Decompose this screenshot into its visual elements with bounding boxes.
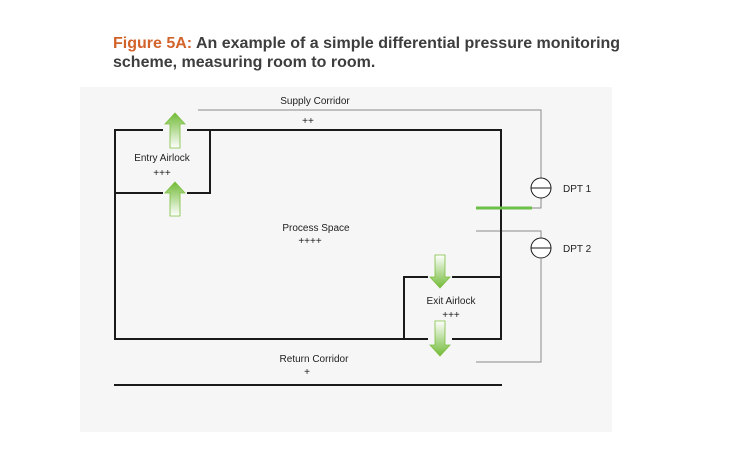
supply-corridor-pressure: ++ [302, 116, 314, 127]
entry-airlock-pressure: +++ [153, 168, 171, 179]
entry-airflow-up-arrow-top [164, 112, 186, 149]
return-corridor-pressure: + [304, 367, 310, 378]
entry-airlock-inner-wall [187, 129, 211, 194]
dpt1-label: DPT 1 [563, 184, 592, 195]
exit-airlock-label: Exit Airlock [427, 296, 477, 307]
dpt2-process-line [476, 230, 542, 238]
supply-corridor-label: Supply Corridor [280, 96, 350, 107]
exit-airflow-down-arrow-bottom [429, 320, 451, 357]
entry-airflow-up-arrow-bottom [164, 181, 186, 217]
process-space-label: Process Space [282, 223, 350, 234]
dpt1-gauge-icon [530, 177, 552, 199]
building-left-wall [114, 129, 428, 340]
exit-airflow-down-arrow-top [429, 254, 451, 289]
entry-airlock-label: Entry Airlock [134, 153, 191, 164]
return-sensing-line [476, 259, 542, 363]
process-space-pressure: ++++ [298, 236, 322, 247]
return-corridor-label: Return Corridor [280, 354, 350, 365]
exit-airlock-pressure: +++ [442, 310, 460, 321]
diagram-background [80, 87, 612, 432]
dpt2-label: DPT 2 [563, 244, 592, 255]
dpt2-gauge-icon [530, 237, 552, 259]
supply-sensing-line [198, 109, 542, 178]
process-space-top-wall [187, 129, 502, 340]
figure-caption-text: An example of a simple differential pres… [113, 35, 621, 71]
figure-label: Figure 5A: [113, 35, 193, 52]
exit-airlock-wall [403, 276, 428, 340]
figure-caption: Figure 5A: An example of a simple differ… [113, 34, 673, 72]
